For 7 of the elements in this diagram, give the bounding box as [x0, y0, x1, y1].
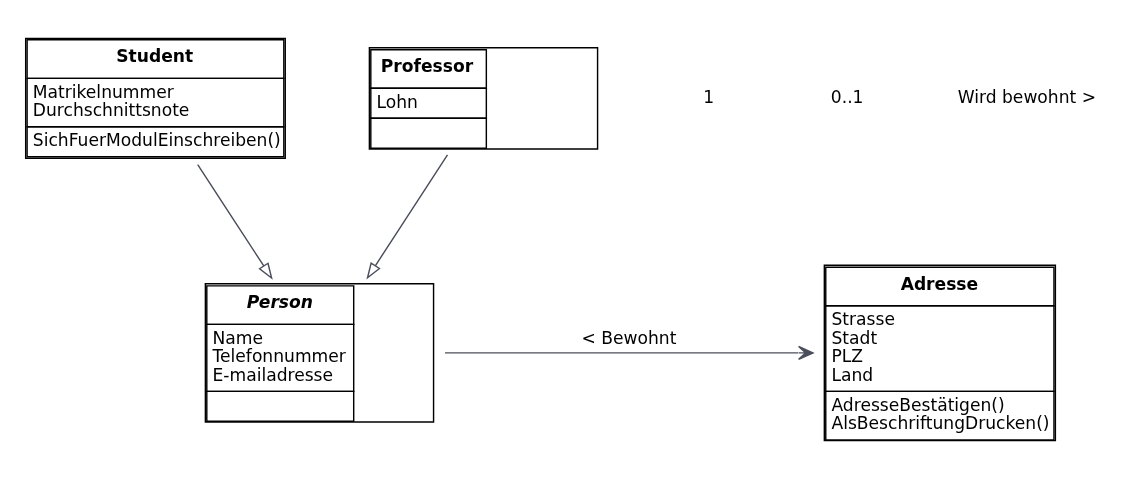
arrow	[366, 153, 449, 280]
label: 1	[703, 86, 715, 107]
label: 0..1	[830, 86, 864, 107]
edge-label: < Bewohnt	[581, 327, 677, 348]
arrow	[444, 345, 814, 360]
arrow	[197, 163, 273, 280]
label: Wird bewohnt >	[957, 86, 1097, 107]
